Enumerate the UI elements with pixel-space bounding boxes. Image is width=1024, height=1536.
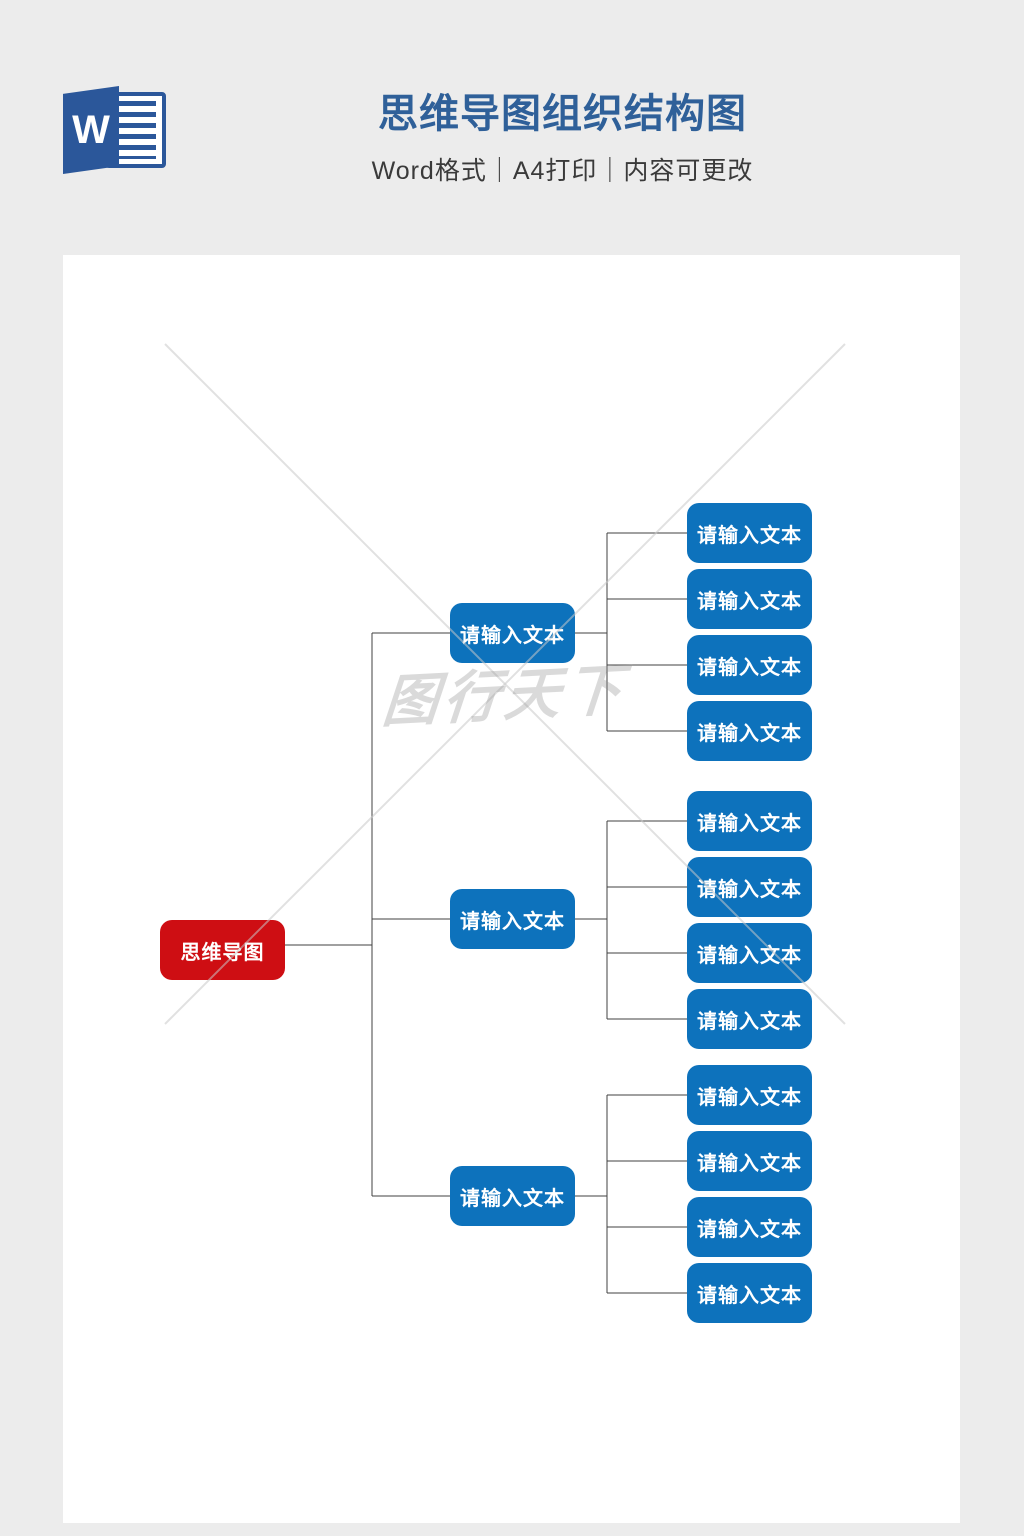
node-label: 请输入文本 [460, 1187, 565, 1210]
node-label: 请输入文本 [697, 722, 802, 745]
node-label: 请输入文本 [697, 1152, 802, 1175]
child-node: 请输入文本 [687, 857, 812, 917]
branch-node: 请输入文本 [450, 603, 575, 663]
child-node: 请输入文本 [687, 503, 812, 563]
node-label: 请输入文本 [697, 590, 802, 613]
word-icon-panel: W [63, 86, 119, 174]
node-label: 请输入文本 [697, 1010, 802, 1033]
node-label: 请输入文本 [697, 944, 802, 967]
document-page: 思维导图 请输入文本 请输入文本 请输入文本 请输入文本 请输入文本 请输入文本… [63, 255, 960, 1523]
header: 思维导图组织结构图 Word格式｜A4打印｜内容可更改 [165, 92, 960, 187]
node-label: 请输入文本 [460, 624, 565, 647]
child-node: 请输入文本 [687, 989, 812, 1049]
page-title: 思维导图组织结构图 [378, 92, 747, 136]
child-node: 请输入文本 [687, 1065, 812, 1125]
node-label: 思维导图 [180, 941, 265, 964]
child-node: 请输入文本 [687, 569, 812, 629]
child-node: 请输入文本 [687, 923, 812, 983]
node-label: 请输入文本 [697, 524, 802, 547]
child-node: 请输入文本 [687, 635, 812, 695]
child-node: 请输入文本 [687, 1197, 812, 1257]
node-label: 请输入文本 [697, 812, 802, 835]
branch-node: 请输入文本 [450, 1166, 575, 1226]
child-node: 请输入文本 [687, 1263, 812, 1323]
word-icon: W [63, 86, 166, 174]
child-node: 请输入文本 [687, 791, 812, 851]
node-label: 请输入文本 [460, 910, 565, 933]
child-node: 请输入文本 [687, 701, 812, 761]
node-label: 请输入文本 [697, 1218, 802, 1241]
word-icon-letter: W [72, 108, 110, 152]
branch-node: 请输入文本 [450, 889, 575, 949]
node-label: 请输入文本 [697, 1284, 802, 1307]
node-label: 请输入文本 [697, 656, 802, 679]
child-node: 请输入文本 [687, 1131, 812, 1191]
node-label: 请输入文本 [697, 1086, 802, 1109]
node-label: 请输入文本 [697, 878, 802, 901]
root-node: 思维导图 [160, 920, 285, 980]
page-subtitle: Word格式｜A4打印｜内容可更改 [371, 157, 754, 185]
word-icon-doc-lines [115, 101, 156, 159]
